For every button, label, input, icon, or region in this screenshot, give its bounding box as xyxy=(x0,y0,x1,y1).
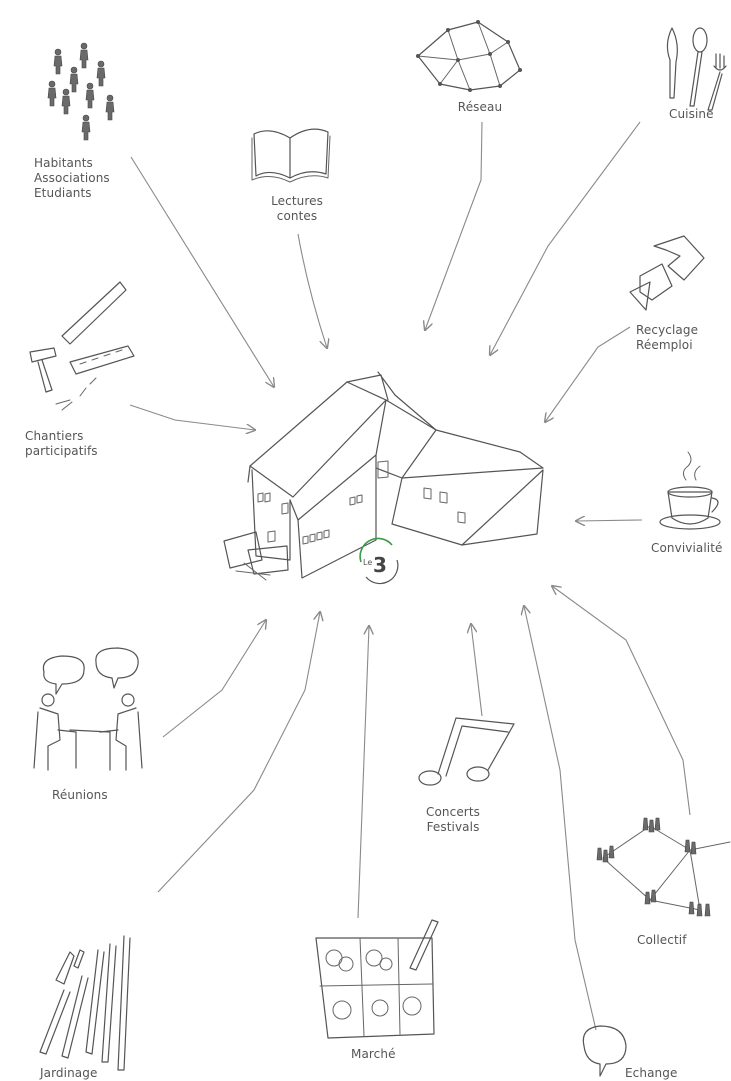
arrow-convivialite xyxy=(576,520,643,521)
arrow-echange xyxy=(524,606,597,1031)
label-habitants: Habitants Associations Etudiants xyxy=(34,156,110,201)
network-map-icon xyxy=(416,20,522,92)
garden-tools-icon xyxy=(39,935,131,1071)
label-collectif: Collectif xyxy=(637,933,687,948)
label-concerts: Concerts Festivals xyxy=(418,805,488,835)
label-reseau: Réseau xyxy=(440,100,520,115)
label-line: Marché xyxy=(351,1047,396,1061)
label-line: Recyclage xyxy=(636,323,699,337)
logo-number-text: 3 xyxy=(373,553,387,577)
label-line: Associations xyxy=(34,171,110,185)
tools-icon xyxy=(29,281,135,411)
speech-bubble-icon xyxy=(582,1025,627,1077)
label-chantiers: Chantiers participatifs xyxy=(25,429,98,459)
label-line: participatifs xyxy=(25,444,98,458)
arrow-lectures xyxy=(297,233,327,348)
arrow-cuisine xyxy=(490,121,641,355)
label-line: Réseau xyxy=(457,100,503,114)
label-line: Réunions xyxy=(52,788,108,802)
arrow-marche xyxy=(357,626,369,919)
collective-icon xyxy=(596,817,731,917)
label-recyclage: Recyclage Réemploi xyxy=(636,323,698,353)
label-line: Jardinage xyxy=(40,1066,98,1080)
label-line: Chantiers xyxy=(25,429,84,443)
label-line: Convivialité xyxy=(651,541,723,555)
building-illustration: Le 3 xyxy=(223,371,544,585)
arrow-collectif xyxy=(552,586,691,816)
market-crate-icon xyxy=(315,919,439,1039)
arrow-reunions xyxy=(162,620,266,738)
le3-logo: Le 3 xyxy=(359,537,399,585)
arrow-habitants xyxy=(130,156,274,387)
coffee-cup-icon xyxy=(659,451,721,530)
logo-le-text: Le xyxy=(363,558,372,567)
label-marche: Marché xyxy=(351,1047,396,1062)
recycle-icon xyxy=(629,235,705,311)
book-icon xyxy=(251,128,331,183)
label-echange: Echange xyxy=(625,1066,677,1081)
arrow-reseau xyxy=(425,121,483,330)
cutlery-icon xyxy=(666,27,727,111)
label-line: Echange xyxy=(625,1066,678,1080)
label-line: Etudiants xyxy=(34,186,92,200)
label-line: Cuisine xyxy=(669,107,714,121)
label-cuisine: Cuisine xyxy=(669,107,714,122)
meeting-icon xyxy=(33,647,143,771)
arrow-concerts xyxy=(471,624,483,717)
arrow-chantiers xyxy=(129,404,255,430)
arrow-recyclage xyxy=(545,326,631,422)
people-icon xyxy=(47,42,115,141)
label-line: Habitants xyxy=(34,156,93,170)
label-line: Collectif xyxy=(637,933,687,947)
label-line: Festivals xyxy=(426,820,480,834)
arrows xyxy=(129,121,691,1031)
label-line: Réemploi xyxy=(636,338,693,352)
label-line: Concerts xyxy=(426,805,480,819)
arrow-jardinage xyxy=(157,612,320,893)
label-convivialite: Convivialité xyxy=(651,541,723,556)
label-reunions: Réunions xyxy=(52,788,108,803)
label-line: Lectures xyxy=(271,194,323,208)
label-line: contes xyxy=(276,209,318,223)
label-jardinage: Jardinage xyxy=(40,1066,97,1081)
music-notes-icon xyxy=(418,717,515,786)
label-lectures: Lectures contes xyxy=(262,194,332,224)
